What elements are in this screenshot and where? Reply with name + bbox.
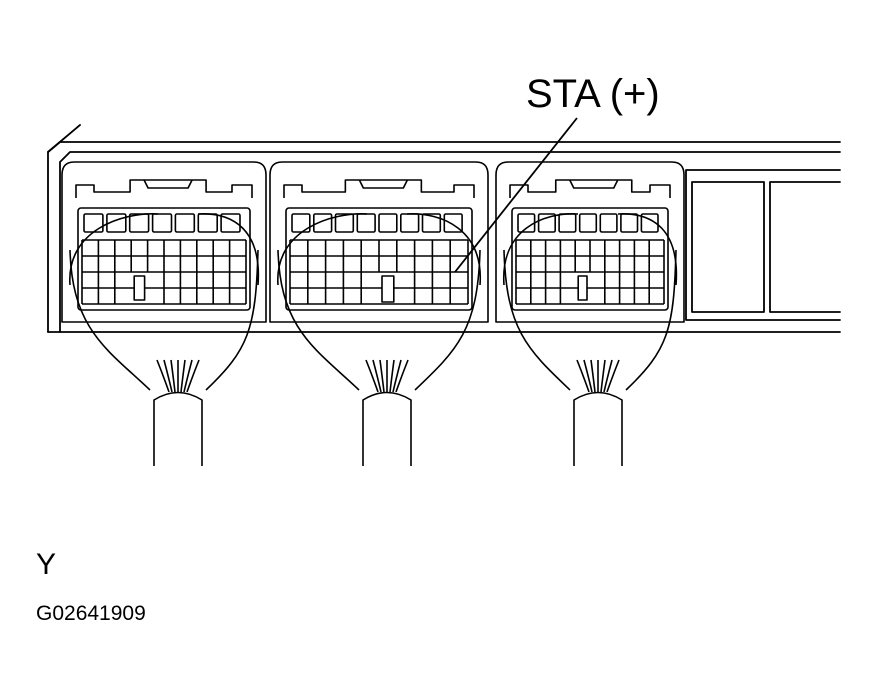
keying-slot (577, 275, 588, 301)
wire-strand (163, 359, 173, 393)
wire-strand (576, 359, 590, 393)
wire-strand (603, 359, 613, 393)
top-pin (356, 213, 376, 233)
connector-shell (269, 161, 489, 323)
top-pin (197, 213, 219, 233)
harness-curve-left (503, 249, 571, 391)
latch-tab (358, 179, 409, 189)
latch-tab (569, 179, 619, 189)
harness-curve-right (205, 249, 259, 391)
ecu-housing-corner (47, 124, 81, 153)
top-pin (578, 213, 598, 233)
wire-strand (600, 359, 606, 393)
harness-curve-right (414, 249, 481, 391)
wire-bundle-sleeve (362, 391, 412, 466)
wire-strand (170, 359, 176, 393)
top-pin (106, 213, 127, 233)
harness-curve-left (277, 249, 360, 391)
pin-block-frame (77, 207, 251, 311)
wire-strand (606, 359, 620, 393)
top-pin (620, 213, 639, 233)
wire-strand (186, 359, 200, 393)
top-pin (517, 213, 536, 233)
top-pin (537, 213, 556, 233)
wire-strand (156, 359, 170, 393)
top-pin (174, 213, 196, 233)
pin-block-frame (511, 207, 669, 311)
connector-b (269, 161, 489, 466)
wire-strand (395, 359, 409, 393)
blank-slot-1 (691, 181, 765, 313)
connector-latch (509, 179, 671, 198)
top-pin (128, 213, 150, 233)
connector-a (61, 161, 267, 466)
harness-curve-right (625, 249, 677, 391)
ecu-housing-inner-edge (59, 151, 841, 333)
top-pin (312, 213, 333, 233)
top-pin (558, 213, 577, 233)
top-pin (640, 213, 659, 233)
callout-leader-line (454, 117, 578, 273)
wire-strand (379, 359, 385, 393)
latch-tab (143, 179, 193, 189)
wire-strand (583, 359, 593, 393)
wire-strand (180, 359, 186, 393)
wire-strand (183, 359, 193, 393)
keying-slot (133, 275, 146, 301)
connector-shell (495, 161, 685, 323)
wire-bundle-sleeve (153, 391, 203, 466)
sta-plus-callout-label: STA (+) (526, 72, 660, 116)
keying-slot (381, 275, 395, 303)
view-letter-label: Y (36, 548, 57, 581)
wire-strand (372, 359, 382, 393)
wire-strand (392, 359, 402, 393)
wire-strand (365, 359, 379, 393)
top-pin (334, 213, 355, 233)
top-pin (83, 213, 104, 233)
connector-latch (283, 179, 475, 198)
connector-latch (75, 179, 253, 198)
top-pin (151, 213, 173, 233)
figure-id-label: G02641909 (36, 602, 146, 625)
harness-curve-left (69, 249, 151, 391)
wire-strand (590, 359, 596, 393)
blank-slot-2 (769, 181, 841, 313)
wire-bundle-sleeve (573, 391, 623, 466)
top-pin (378, 213, 398, 233)
top-pin (443, 213, 463, 233)
blank-slot-frame (685, 169, 841, 321)
wire-strand (389, 359, 395, 393)
connector-c (495, 161, 685, 466)
pin-block-frame (285, 207, 473, 311)
top-pin (220, 213, 241, 233)
top-pin (421, 213, 442, 233)
connector-shell (61, 161, 267, 323)
top-pin (399, 213, 420, 233)
top-pin (599, 213, 618, 233)
